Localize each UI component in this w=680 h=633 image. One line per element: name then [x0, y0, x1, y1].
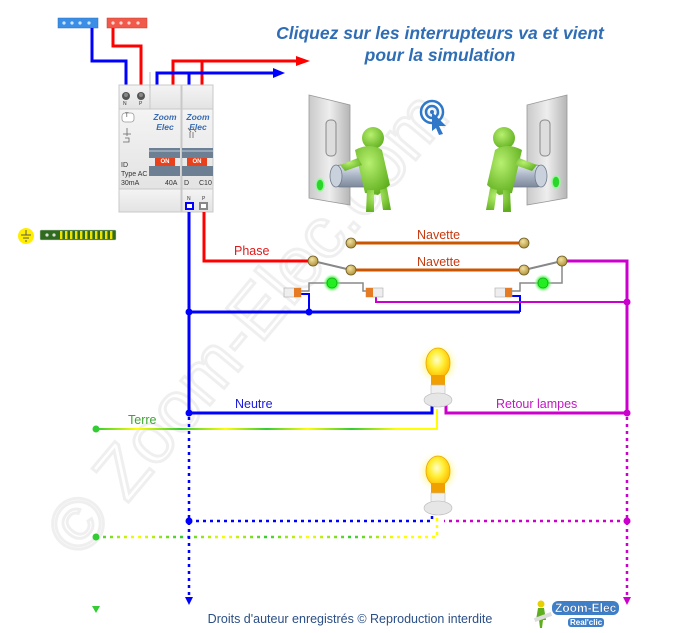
connector-left-a — [283, 287, 302, 298]
click-pointer-icon — [419, 99, 446, 135]
instruction-title: Cliquez sur les interrupteurs va et vien… — [240, 22, 640, 66]
switch-right-led — [551, 175, 561, 189]
breaker-top — [181, 84, 214, 110]
breaker-rating: C10 — [199, 180, 212, 187]
neutre-label: Neutre — [235, 397, 273, 411]
earth-symbol-icon — [18, 228, 34, 244]
navette-bottom-label: Navette — [417, 255, 461, 269]
diff-type-id: ID — [121, 162, 128, 169]
logo-main-text: Zoom-Elec — [552, 601, 620, 615]
switch-right-terminals — [518, 237, 568, 276]
neutral-outgoing-wire — [155, 71, 276, 85]
breaker-terminal-p-label: P — [202, 196, 206, 202]
green-figure-left — [340, 127, 391, 212]
connector-right — [494, 287, 513, 298]
lightbulb-icon — [425, 347, 451, 379]
diff-symbol-icon — [123, 128, 131, 143]
switch-left-led — [315, 178, 325, 192]
neutral-outgoing-arrow — [273, 68, 285, 78]
breaker-terminal-n — [185, 202, 194, 210]
breaker-status-badge: ON — [187, 158, 207, 166]
bar-neutral-label: N — [123, 101, 127, 107]
terre-label: Terre — [128, 413, 157, 427]
breaker-symbol-icon — [187, 127, 197, 138]
diff-brand-line-1: Zoom — [153, 112, 177, 122]
diff-type-ac: Type AC — [121, 171, 148, 178]
connector-left-b — [365, 287, 384, 298]
green-figure-right — [486, 127, 537, 212]
return-wire-switch — [562, 259, 629, 413]
phase-wire — [202, 212, 313, 263]
logo-sub-text: Real'clic — [568, 618, 605, 627]
instruction-line-2: pour la simulation — [364, 45, 516, 65]
bar-phase-label: P — [139, 101, 143, 107]
phase-label: Phase — [234, 244, 270, 258]
switch-left-illustration[interactable] — [308, 94, 391, 212]
phase-distribution-bar — [106, 17, 148, 29]
indicator-return-wire — [375, 296, 627, 303]
copyright-notice: Droits d'auteur enregistrés © Reproducti… — [207, 612, 493, 626]
switch-right-illustration[interactable] — [486, 94, 568, 212]
diff-brand-line-2: Elec — [156, 122, 174, 132]
switch-left-terminals — [307, 237, 357, 276]
neutral-wire-dotted-horizontal — [189, 514, 434, 523]
earth-bar — [18, 228, 117, 244]
breaker-terminal-p — [199, 202, 208, 210]
breaker-terminal-n-label: N — [187, 196, 191, 202]
breaker-curve: D — [184, 180, 190, 187]
switch-left-lever[interactable] — [312, 260, 352, 271]
breaker-brand-line-1: Zoom — [186, 112, 210, 122]
earth-wire-dotted-horizontal — [96, 517, 439, 539]
zoom-elec-logo[interactable]: Zoom-Elec Real'clic — [528, 598, 628, 632]
retour-lampes-label: Retour lampes — [496, 397, 578, 411]
phase-supply-wire — [111, 28, 143, 85]
diff-sensitivity: 30mA — [121, 180, 140, 187]
lightbulb-icon — [425, 455, 451, 487]
logo-figure-icon — [533, 600, 553, 628]
lamp-1 — [416, 342, 460, 408]
switch-right-lever[interactable] — [523, 260, 563, 271]
test-button[interactable]: T — [125, 113, 129, 119]
differential-breaker[interactable] — [118, 108, 182, 213]
neutral-distribution-bar — [57, 17, 99, 29]
diff-status-badge: ON — [155, 158, 175, 166]
breaker-brand-line-2: Elec — [189, 122, 207, 132]
return-wire-lamp — [444, 405, 627, 415]
lamp-2 — [416, 450, 460, 516]
diff-rating: 40A — [165, 180, 178, 187]
navette-top-label: Navette — [417, 228, 461, 242]
circuit-breaker[interactable] — [181, 108, 214, 213]
instruction-line-1: Cliquez sur les interrupteurs va et vien… — [276, 23, 604, 43]
neutral-supply-wire — [90, 28, 128, 85]
diff-breaker-top — [118, 72, 182, 110]
earth-wire-horizontal — [96, 409, 438, 430]
phase-outgoing-arrow — [296, 56, 310, 66]
